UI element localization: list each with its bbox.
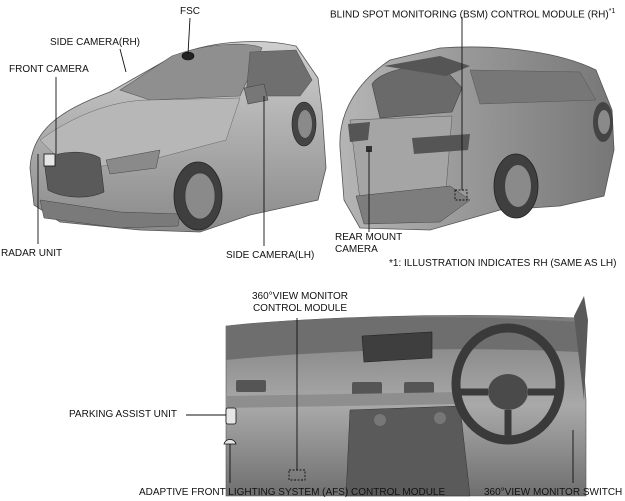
- leader-lines: [37, 17, 574, 483]
- label-bsm-text: BLIND SPOT MONITORING (BSM) CONTROL MODU…: [330, 9, 609, 21]
- front-car-illustration: [29, 41, 327, 233]
- afs-module-marker: [223, 439, 237, 445]
- rear-car-illustration: [339, 46, 615, 231]
- radar-unit-marker: [43, 153, 56, 167]
- label-afs-control-module: ADAPTIVE FRONT LIGHTING SYSTEM (AFS) CON…: [139, 487, 446, 498]
- bsm-module-marker: [454, 189, 468, 201]
- label-monitor-module-line2: CONTROL MODULE: [252, 303, 348, 314]
- label-bsm-note-mark: *1: [608, 8, 616, 15]
- parking-assist-unit-marker: [225, 407, 237, 425]
- label-monitor-module-line1: 360°VIEW MONITOR: [251, 291, 349, 302]
- label-monitor-switch: 360°VIEW MONITOR SWITCH: [484, 487, 623, 498]
- label-rear-mount-camera-line2: CAMERA: [335, 244, 378, 255]
- label-side-camera-rh: SIDE CAMERA(RH): [50, 37, 141, 48]
- label-bsm-module: BLIND SPOT MONITORING (BSM) CONTROL MODU…: [330, 6, 615, 21]
- label-parking-assist-unit: PARKING ASSIST UNIT: [69, 409, 177, 420]
- label-rear-mount-camera: REAR MOUNT CAMERA: [335, 232, 402, 256]
- label-monitor-control-module: 360°VIEW MONITOR CONTROL MODULE: [240, 291, 360, 315]
- label-rear-mount-camera-line1: REAR MOUNT: [335, 232, 403, 243]
- label-radar-unit: RADAR UNIT: [1, 248, 63, 259]
- label-side-camera-lh: SIDE CAMERA(LH): [226, 250, 315, 261]
- label-front-camera: FRONT CAMERA: [9, 64, 89, 75]
- label-fsc: FSC: [180, 6, 200, 17]
- label-footnote: *1: ILLUSTRATION INDICATES RH (SAME AS L…: [389, 258, 617, 269]
- rear-camera-marker: [366, 146, 372, 152]
- dashboard-illustration: [223, 296, 588, 497]
